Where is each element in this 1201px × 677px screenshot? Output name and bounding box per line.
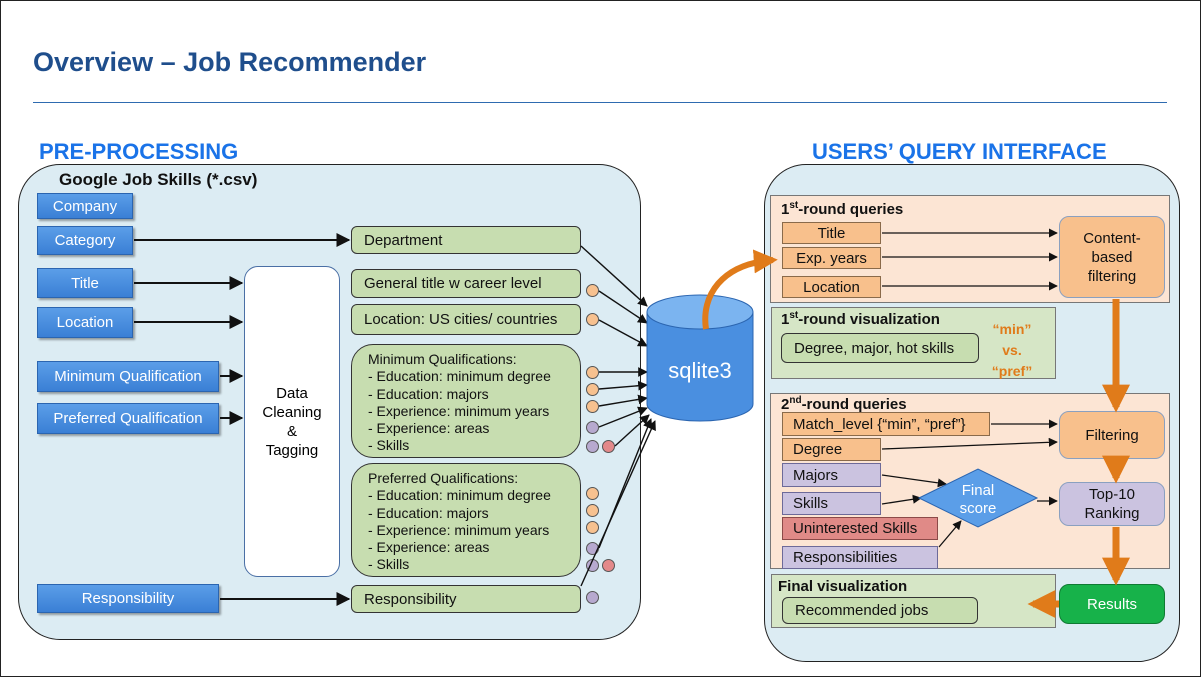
sqlite-database: [646, 294, 754, 422]
min-qual-item: - Education: majors: [368, 385, 489, 402]
pref-qual-item: - Education: minimum degree: [368, 487, 551, 504]
output-responsibility: Responsibility: [351, 585, 581, 613]
min-qual-item: - Experience: areas: [368, 420, 490, 437]
output-location: Location: US cities/ countries: [351, 304, 581, 335]
title-suffix: nd: [789, 395, 802, 406]
title-text: -round queries: [798, 201, 904, 218]
query-responsibilities: Responsibilities: [782, 546, 938, 569]
pref-qual-item: - Experience: areas: [368, 539, 490, 556]
arrows-to-sqlite: [580, 245, 656, 587]
input-category: Category: [37, 226, 133, 255]
output-general-title: General title w career level: [351, 269, 581, 298]
min-qual-item: - Education: minimum degree: [368, 368, 551, 385]
input-location: Location: [37, 307, 133, 338]
tag-dot-purple: [586, 440, 599, 453]
query-match-level: Match_level {“min”, “pref”}: [782, 412, 990, 436]
pref-qualifications-box: Preferred Qualifications: - Education: m…: [351, 463, 581, 577]
output-department: Department: [351, 226, 581, 254]
first-round-visualization-title: 1st-round visualization: [781, 310, 940, 328]
tag-dot-red: [602, 559, 615, 572]
final-score-diamond: [917, 468, 1039, 528]
process-line: filtering: [1087, 267, 1137, 285]
title-number: 1: [781, 201, 790, 218]
tag-dot-orange: [586, 383, 599, 396]
tag-dot-orange: [586, 284, 599, 297]
process-line: Content-: [1083, 229, 1141, 247]
input-min-qualification: Minimum Qualification: [37, 361, 219, 392]
second-round-queries-title: 2nd-round queries: [781, 395, 907, 413]
query-exp-years: Exp. years: [782, 247, 881, 269]
tag-dot-purple: [586, 591, 599, 604]
min-qualifications-header: Minimum Qualifications:: [368, 351, 517, 367]
tag-dot-orange: [586, 521, 599, 534]
query-majors: Majors: [782, 463, 881, 487]
query-arrows: [881, 228, 1058, 548]
input-title: Title: [37, 268, 133, 298]
title-text: -round visualization: [798, 311, 940, 328]
process-line: based: [1091, 248, 1133, 266]
final-score-label: Final score: [938, 482, 1018, 518]
pref-qualifications-header: Preferred Qualifications:: [368, 470, 519, 486]
title-number: 2: [781, 396, 790, 413]
tag-dot-purple: [586, 421, 599, 434]
input-responsibility: Responsibility: [37, 584, 219, 613]
query-skills: Skills: [782, 492, 881, 515]
min-label: “min”: [992, 321, 1032, 337]
ranking-line: Top-10: [1089, 486, 1135, 503]
title-suffix: st: [789, 200, 799, 211]
query-interface-heading: USERS’ QUERY INTERFACE: [812, 139, 1107, 164]
query-uninterested-skills: Uninterested Skills: [782, 517, 938, 540]
preprocessing-heading: PRE-PROCESSING: [39, 139, 239, 164]
min-qual-item: - Experience: minimum years: [368, 402, 550, 419]
vs-label: vs.: [1002, 342, 1022, 358]
min-vs-pref: “min” vs. “pref”: [984, 319, 1040, 382]
input-company: Company: [37, 193, 133, 219]
pref-qual-item: - Skills: [368, 556, 410, 573]
min-qual-item: - Skills: [368, 437, 410, 454]
final-score-line: Final: [961, 482, 995, 499]
results-box: Results: [1059, 584, 1165, 624]
csv-label: Google Job Skills (*.csv): [59, 170, 258, 189]
title-suffix: st: [789, 310, 799, 321]
tag-dot-orange: [586, 504, 599, 517]
tag-dot-orange: [586, 487, 599, 500]
filtering-box: Filtering: [1059, 411, 1165, 459]
sqlite-label: sqlite3: [668, 358, 732, 383]
pref-label: “pref”: [991, 363, 1033, 379]
query-degree: Degree: [782, 438, 881, 461]
vis-recommended-jobs: Recommended jobs: [782, 597, 978, 624]
flow-arrows: [1027, 299, 1130, 618]
input-pref-qualification: Preferred Qualification: [37, 403, 219, 434]
tag-dot-red: [602, 440, 615, 453]
title-rule: [33, 102, 1167, 103]
cleaning-line-1: Data: [276, 384, 308, 402]
data-cleaning-box: Data Cleaning & Tagging: [244, 266, 340, 577]
cleaning-line-3: &: [286, 422, 297, 440]
first-round-queries-title: 1st-round queries: [781, 200, 903, 218]
final-visualization-title: Final visualization: [778, 578, 908, 595]
title-text: -round queries: [801, 396, 907, 413]
query-location: Location: [782, 276, 881, 298]
vis-degree-major-skills: Degree, major, hot skills: [781, 333, 979, 363]
pref-qual-item: - Education: majors: [368, 504, 489, 521]
min-qualifications-box: Minimum Qualifications: - Education: min…: [351, 344, 581, 458]
ranking-line: Ranking: [1084, 505, 1140, 522]
title-number: 1: [781, 311, 790, 328]
pref-qual-item: - Experience: minimum years: [368, 521, 550, 538]
final-score-line: score: [959, 500, 997, 517]
tag-dot-orange: [586, 366, 599, 379]
arrow-sqlite-to-interface: [702, 249, 778, 330]
cleaning-line-4: Tagging: [265, 441, 319, 459]
cleaning-line-2: Cleaning: [262, 403, 322, 421]
query-title: Title: [782, 222, 881, 244]
tag-dot-orange: [586, 400, 599, 413]
tag-dot-orange: [586, 313, 599, 326]
slide-title: Overview – Job Recommender: [33, 47, 427, 77]
